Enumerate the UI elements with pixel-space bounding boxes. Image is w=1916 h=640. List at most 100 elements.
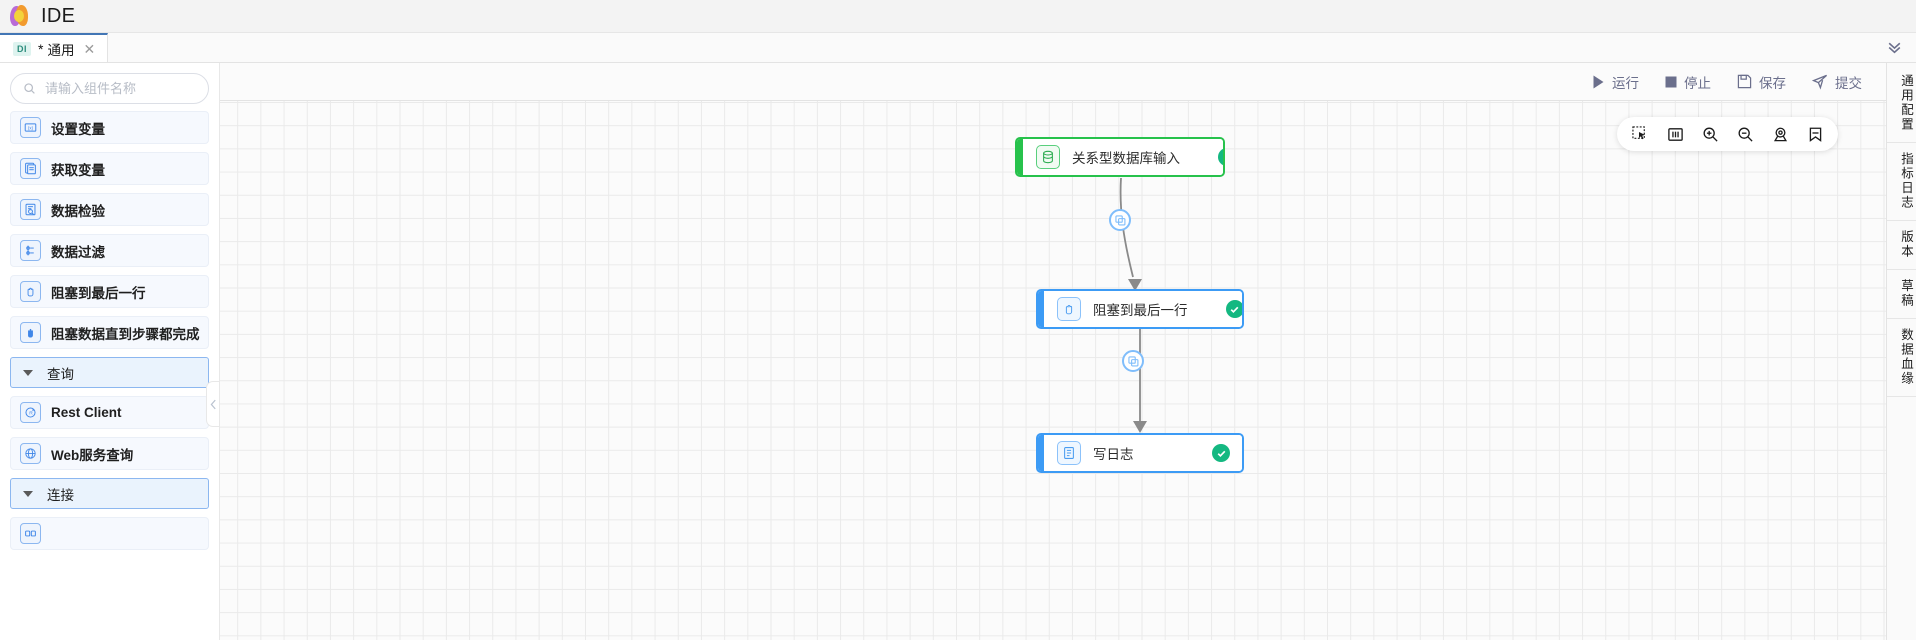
check-circle-icon [1212, 444, 1230, 462]
save-icon [1737, 74, 1752, 89]
palette-item-label: 数据过滤 [51, 244, 105, 260]
right-rail: 通用配置 指标日志 版本 草稿 数据血缘 [1886, 63, 1916, 640]
edge-badge-copy-1[interactable] [1109, 209, 1131, 231]
web-service-icon [20, 443, 41, 464]
palette-item-label: 获取变量 [51, 162, 105, 178]
stop-icon [1665, 76, 1677, 87]
save-button[interactable]: 保存 [1737, 72, 1786, 92]
block-last-row-icon [20, 281, 41, 302]
app-title: IDE [41, 4, 76, 27]
rest-client-icon: R [20, 402, 41, 423]
palette-item-data-validate[interactable]: 数据检验 [10, 193, 209, 226]
palette-item-rest-client[interactable]: R Rest Client [10, 396, 209, 429]
flow-edges [1119, 177, 1147, 433]
log-icon [1057, 441, 1081, 465]
stop-button[interactable]: 停止 [1665, 72, 1711, 92]
data-filter-icon [20, 240, 41, 261]
copy-rows-icon [1114, 214, 1125, 225]
edge-badge-copy-2[interactable] [1122, 350, 1144, 372]
rail-tab-draft[interactable]: 草稿 [1887, 270, 1916, 319]
palette-item-label: 设置变量 [51, 121, 105, 137]
palette-group-query[interactable]: 查询 [10, 357, 209, 388]
zoom-in-icon[interactable] [1700, 124, 1720, 144]
palette-search-wrap [0, 63, 219, 111]
locate-node-icon[interactable] [1770, 124, 1790, 144]
palette-item-block-last-row[interactable]: 阻塞到最后一行 [10, 275, 209, 308]
stop-button-label: 停止 [1684, 75, 1711, 91]
flow-node-label: 写日志 [1093, 447, 1134, 462]
database-icon [1036, 145, 1060, 169]
rail-tab-version[interactable]: 版本 [1887, 221, 1916, 270]
title-bar: IDE [0, 0, 1916, 33]
palette-group-label: 查询 [47, 366, 74, 382]
submit-icon [1812, 74, 1828, 90]
svg-text:R: R [29, 410, 33, 416]
palette-item-get-variable[interactable]: 获取变量 [10, 152, 209, 185]
set-variable-icon: (x) [20, 117, 41, 138]
rail-tab-metrics-log[interactable]: 指标日志 [1887, 143, 1916, 221]
connection-icon [20, 523, 41, 544]
data-validate-icon [20, 199, 41, 220]
zoom-out-icon[interactable] [1735, 124, 1755, 144]
search-icon [24, 83, 35, 94]
swirl-logo-icon [10, 5, 32, 27]
bookmark-icon[interactable] [1805, 124, 1825, 144]
flow-node-db-input[interactable]: 关系型数据库输入 [1015, 137, 1225, 177]
palette-item-label: 阻塞到最后一行 [51, 285, 146, 301]
svg-text:(x): (x) [28, 125, 34, 130]
palette-item-web-service[interactable]: Web服务查询 [10, 437, 209, 470]
palette-item-label: 阻塞数据直到步骤都完成 [51, 326, 200, 342]
block-until-done-icon [20, 322, 41, 343]
palette-item-label: Rest Client [51, 405, 122, 420]
flow-node-write-log[interactable]: 写日志 [1036, 433, 1244, 473]
node-accent-bar [1038, 291, 1044, 327]
tab-label: 通用 [47, 42, 75, 58]
tab-type-badge: DI [13, 41, 31, 56]
tab-tongyong[interactable]: DI * 通用 ✕ [0, 33, 109, 62]
get-variable-icon [20, 158, 41, 179]
rail-tab-data-lineage[interactable]: 数据血缘 [1887, 319, 1916, 397]
flow-toolbar: 运行 停止 保存 [220, 63, 1886, 101]
canvas-toolbar [1617, 117, 1838, 151]
palette-item-label: 数据检验 [51, 203, 105, 219]
chevron-left-icon [210, 399, 216, 409]
tab-strip: DI * 通用 ✕ [0, 33, 1916, 63]
flow-node-label: 关系型数据库输入 [1072, 151, 1180, 166]
canvas-column: 运行 停止 保存 [220, 63, 1886, 640]
palette-group-connection[interactable]: 连接 [10, 478, 209, 509]
fit-view-icon[interactable] [1665, 124, 1685, 144]
palette-item-set-variable[interactable]: (x) 设置变量 [10, 111, 209, 144]
marquee-select-icon[interactable] [1630, 124, 1650, 144]
run-button[interactable]: 运行 [1592, 72, 1639, 92]
caret-down-icon [23, 369, 33, 376]
palette-item-connection[interactable] [10, 517, 209, 550]
run-button-label: 运行 [1612, 75, 1639, 91]
check-circle-icon [1225, 300, 1242, 318]
rail-tab-general-config[interactable]: 通用配置 [1887, 65, 1916, 143]
palette-item-data-filter[interactable]: 数据过滤 [10, 234, 209, 267]
palette-item-label: Web服务查询 [51, 447, 134, 463]
component-palette: (x) 设置变量 获取变量 [0, 63, 220, 640]
palette-group-label: 连接 [47, 487, 74, 503]
node-accent-bar [1038, 435, 1044, 471]
close-icon[interactable]: ✕ [83, 40, 96, 57]
tab-strip-spacer [108, 33, 1872, 62]
palette-collapse-handle[interactable] [206, 381, 219, 427]
submit-button-label: 提交 [1835, 75, 1862, 91]
palette-item-block-until-done[interactable]: 阻塞数据直到步骤都完成 [10, 316, 209, 349]
flow-node-block-last-row[interactable]: 阻塞到最后一行 [1036, 289, 1244, 329]
workspace: (x) 设置变量 获取变量 [0, 63, 1916, 640]
copy-rows-icon [1127, 355, 1138, 366]
flow-node-label: 阻塞到最后一行 [1093, 303, 1188, 318]
hand-icon [1057, 297, 1081, 321]
save-button-label: 保存 [1759, 75, 1786, 91]
tab-dirty-indicator: * [38, 40, 44, 57]
flow-canvas[interactable]: 关系型数据库输入 [220, 101, 1886, 640]
palette-list: (x) 设置变量 获取变量 [0, 111, 219, 640]
search-box[interactable] [10, 73, 209, 104]
search-input[interactable] [43, 80, 196, 97]
submit-button[interactable]: 提交 [1812, 72, 1862, 92]
chevron-double-down-icon[interactable] [1872, 33, 1916, 62]
caret-down-icon [23, 490, 33, 497]
